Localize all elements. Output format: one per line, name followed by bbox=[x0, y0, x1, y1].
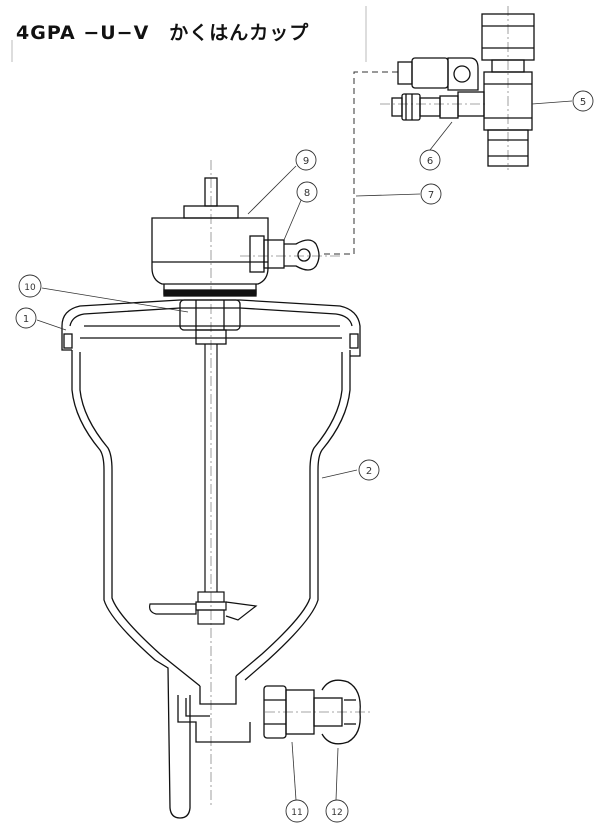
callout-label: 7 bbox=[428, 190, 434, 201]
callout-label: 2 bbox=[366, 466, 372, 477]
air-hose-line bbox=[322, 71, 398, 255]
callout-label: 11 bbox=[291, 808, 302, 818]
callout-label: 8 bbox=[304, 188, 310, 199]
air-regulator-assembly bbox=[391, 13, 535, 167]
callout-c1: 1 bbox=[15, 307, 37, 329]
callout-c8: 8 bbox=[296, 181, 318, 203]
air-motor bbox=[151, 177, 269, 345]
centerlines bbox=[210, 6, 509, 808]
callout-label: 5 bbox=[580, 97, 586, 108]
lid bbox=[61, 299, 361, 357]
callout-c7: 7 bbox=[420, 183, 442, 205]
motor-fitting bbox=[249, 235, 320, 273]
cup-body bbox=[71, 350, 351, 819]
callout-c5: 5 bbox=[572, 90, 594, 112]
callout-c11: 11 bbox=[285, 799, 309, 823]
agitator-shaft bbox=[149, 344, 258, 625]
callout-c10: 10 bbox=[18, 274, 42, 298]
callout-label: 6 bbox=[427, 156, 433, 167]
title-frame bbox=[11, 6, 367, 62]
leader-lines bbox=[36, 100, 573, 801]
callout-label: 1 bbox=[23, 314, 29, 325]
callout-label: 12 bbox=[331, 808, 342, 818]
callout-label: 9 bbox=[303, 156, 309, 167]
callout-c6: 6 bbox=[419, 149, 441, 171]
drawing-title: 4GPA −U−V かくはんカップ bbox=[16, 22, 310, 44]
outlet-valve bbox=[263, 679, 361, 745]
callout-label: 10 bbox=[24, 283, 36, 293]
callout-c9: 9 bbox=[295, 149, 317, 171]
callout-c12: 12 bbox=[325, 799, 349, 823]
callout-c2: 2 bbox=[358, 459, 380, 481]
